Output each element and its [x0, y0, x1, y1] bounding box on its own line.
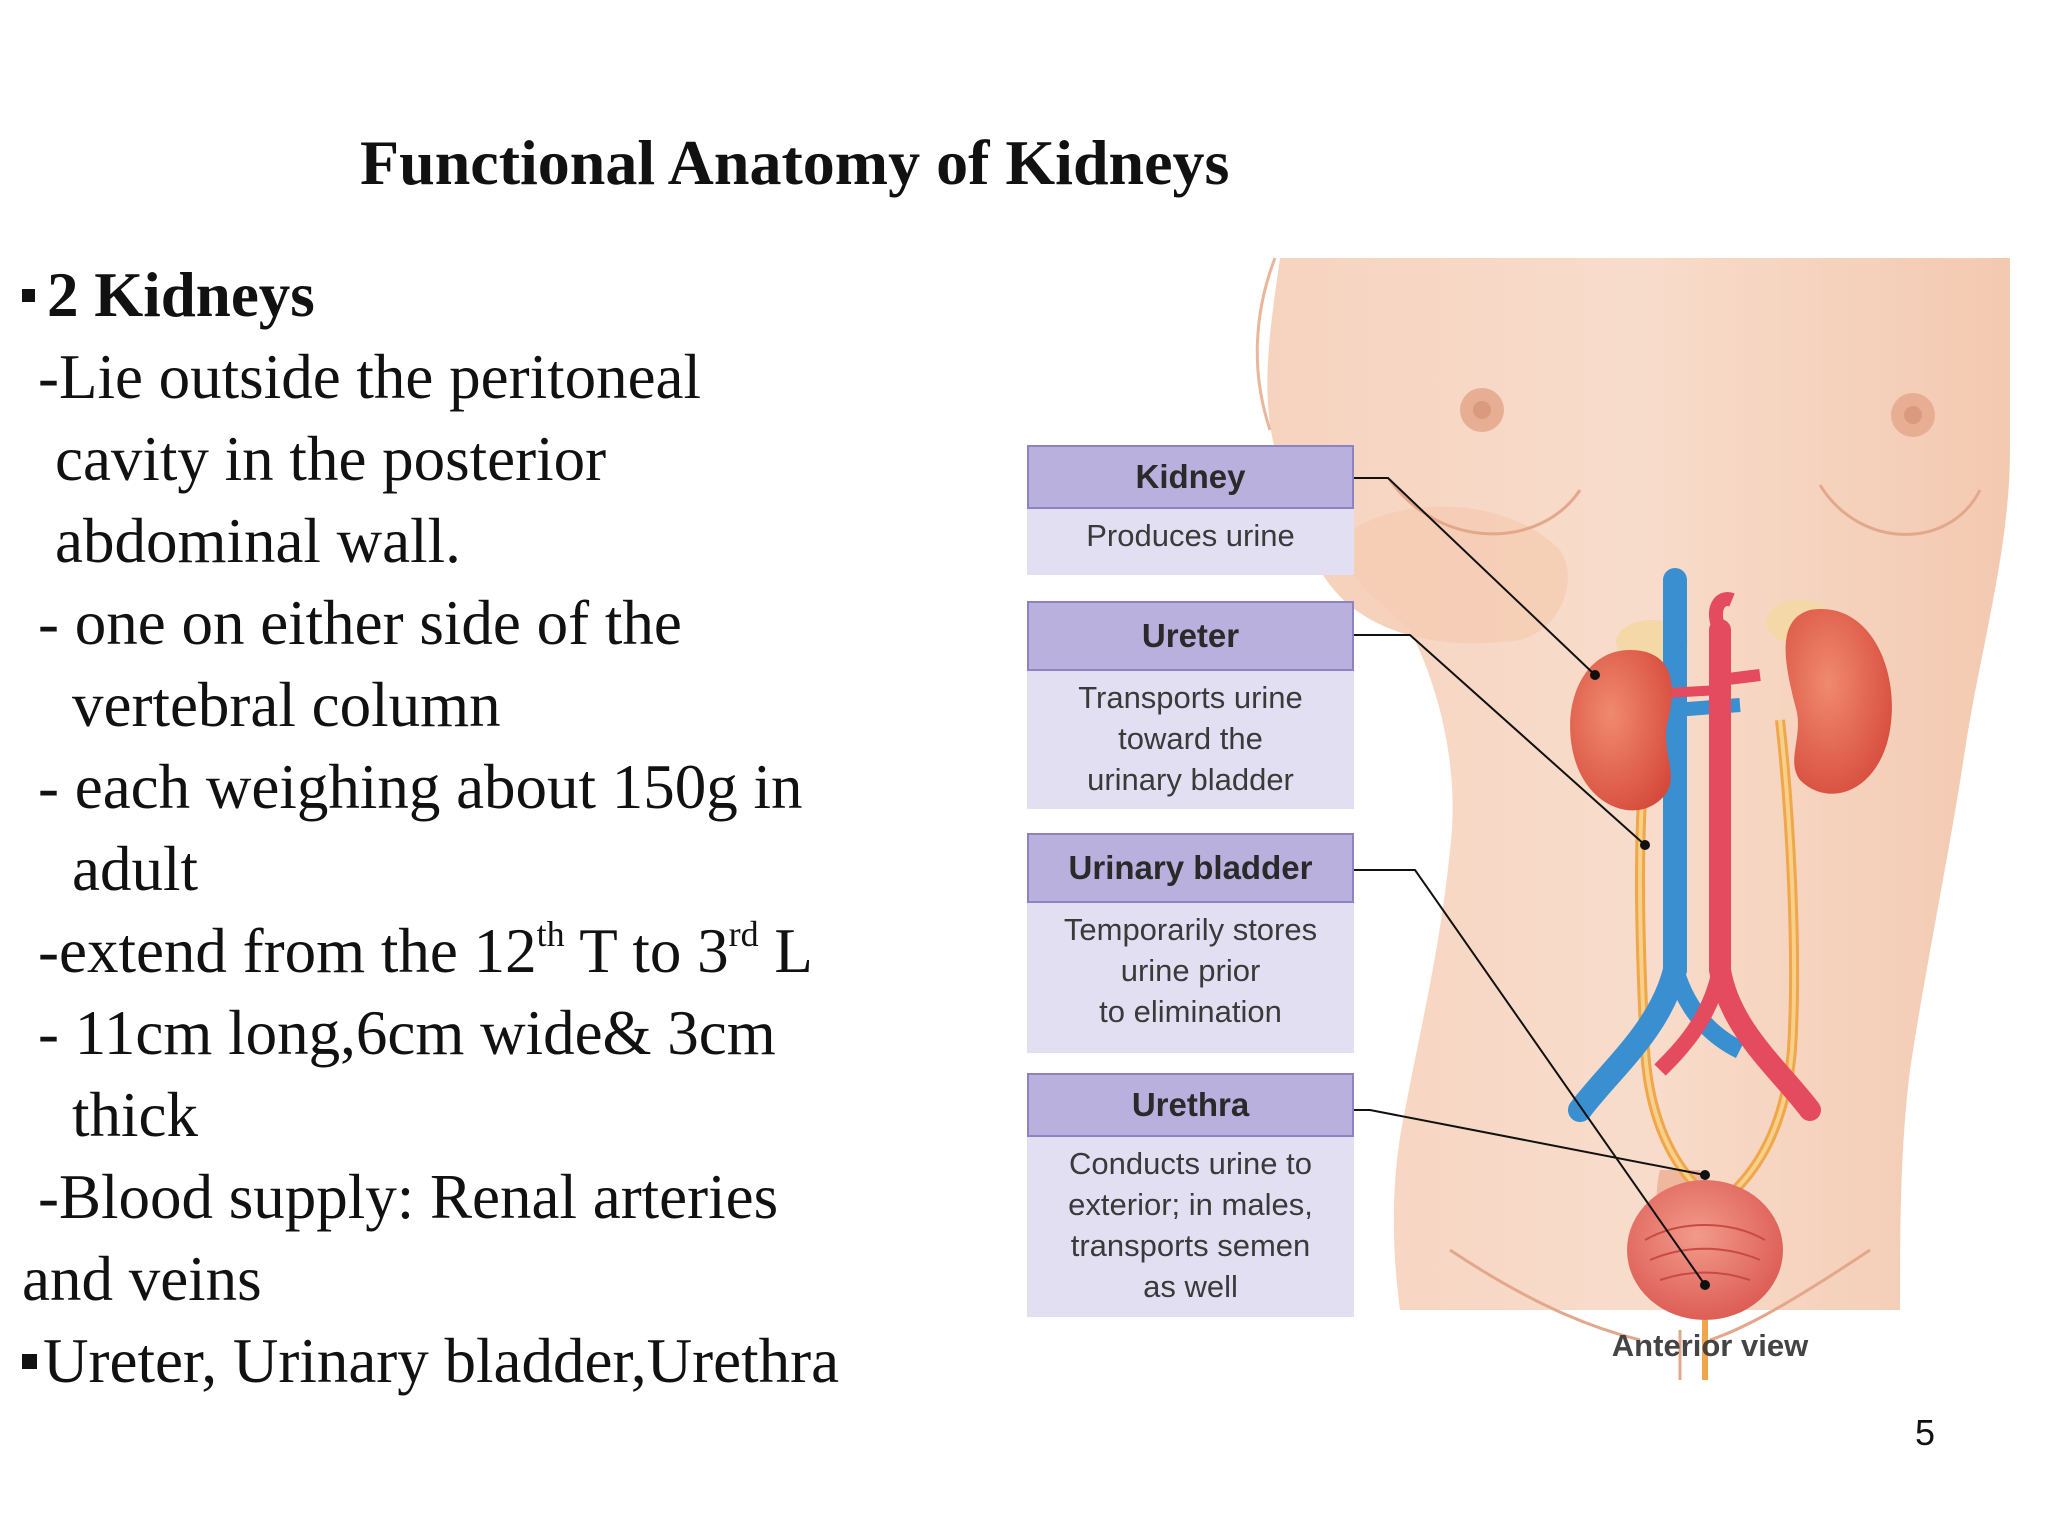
text-line: -Lie outside the peritoneal [38, 342, 702, 412]
label-ureter: Ureter Transports urine toward the urina… [1027, 601, 1354, 809]
left-breast [1320, 506, 1568, 644]
text-line: - each weighing about 150g in [38, 752, 803, 822]
text-line: -Blood supply: Renal arteries [38, 1162, 779, 1232]
text-line: and veins [22, 1244, 262, 1314]
text-line: adult [72, 834, 198, 904]
bullet-list: 2 Kidneys -Lie outside the peritoneal ca… [0, 0, 1000, 1536]
anatomy-figure [1020, 250, 2020, 1380]
right-kidney [1785, 609, 1892, 794]
label-kidney-title: Kidney [1027, 445, 1354, 509]
page-number: 5 [1914, 1412, 1936, 1453]
superscript-th: th [536, 914, 565, 954]
label-ureter-desc: Transports urine toward the urinary blad… [1027, 671, 1354, 809]
superscript-rd: rd [728, 914, 759, 954]
slide-title: Functional Anatomy of Kidneys [360, 127, 1230, 198]
extend-middle: T to 3 [564, 916, 729, 986]
label-kidney: Kidney Produces urine [1027, 445, 1354, 575]
urinary-bladder [1627, 1180, 1783, 1320]
last-bullet: Ureter, Urinary bladder,Urethra [22, 1321, 839, 1401]
figure-caption: Anterior view [1611, 1328, 1809, 1363]
bullet-square-icon [22, 1354, 37, 1370]
text-line: thick [72, 1080, 198, 1150]
left-kidney [1570, 650, 1672, 811]
urinary-system-illustration [1255, 257, 2010, 1380]
text-line: abdominal wall. [55, 506, 461, 576]
bullet-square-icon [22, 289, 35, 303]
heading-text: 2 Kidneys [47, 260, 315, 330]
bullet-heading: 2 Kidneys [22, 255, 315, 335]
text-line: vertebral column [72, 670, 501, 740]
label-urethra: Urethra Conducts urine to exterior; in m… [1027, 1073, 1354, 1317]
text-line: cavity in the posterior [55, 424, 607, 494]
extend-prefix: -extend from the 12 [38, 916, 537, 986]
label-urinary-bladder: Urinary bladder Temporarily stores urine… [1027, 833, 1354, 1053]
label-urethra-desc: Conducts urine to exterior; in males, tr… [1027, 1137, 1354, 1317]
text-line: - one on either side of the [38, 588, 682, 658]
label-urethra-title: Urethra [1027, 1073, 1354, 1137]
label-bladder-title: Urinary bladder [1027, 833, 1354, 903]
label-kidney-desc: Produces urine [1027, 509, 1354, 575]
extend-line: -extend from the 12th T to 3rd L [38, 911, 813, 991]
last-bullet-text: Ureter, Urinary bladder,Urethra [43, 1326, 840, 1396]
extend-suffix: L [758, 916, 813, 986]
label-ureter-title: Ureter [1027, 601, 1354, 671]
text-line: - 11cm long,6cm wide& 3cm [38, 998, 776, 1068]
leader-lines [1354, 477, 1710, 1290]
label-bladder-desc: Temporarily stores urine prior to elimin… [1027, 903, 1354, 1053]
